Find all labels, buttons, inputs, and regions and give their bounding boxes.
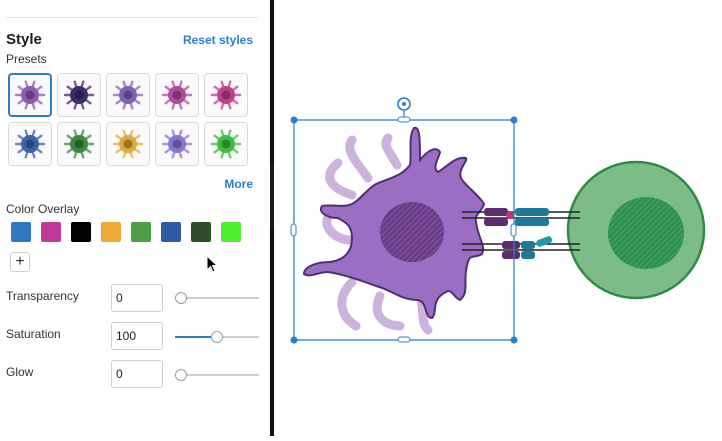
add-color-button[interactable]: + [10,252,30,272]
dendritic-cell[interactable] [302,126,486,320]
canvas-drawing [290,97,706,344]
t-cell[interactable] [566,160,706,300]
cell-icon [161,129,193,159]
slider-thumb[interactable] [175,292,187,304]
preset-thumbnail[interactable] [106,122,150,166]
color-swatch[interactable] [41,222,61,242]
color-swatch[interactable] [131,222,151,242]
canvas[interactable] [274,0,722,436]
cell-icon [14,80,46,110]
cell-icon [112,129,144,159]
transparency-slider[interactable] [175,292,259,304]
color-swatch[interactable] [101,222,121,242]
color-overlay-label: Color Overlay [6,202,80,216]
glow-input[interactable] [111,360,163,388]
color-swatches [11,222,241,242]
reset-styles-link[interactable]: Reset styles [182,33,253,47]
color-swatch[interactable] [11,222,31,242]
preset-thumbnail[interactable] [57,73,101,117]
selection-box[interactable] [290,111,518,344]
mouse-cursor-icon [206,255,219,273]
color-swatch[interactable] [191,222,211,242]
slider-thumb[interactable] [211,331,223,343]
divider [6,17,258,18]
presets-label: Presets [6,52,47,66]
preset-thumbnail[interactable] [204,73,248,117]
transparency-label: Transparency [6,289,79,303]
saturation-input[interactable] [111,322,163,350]
preset-thumbnail[interactable] [57,122,101,166]
cell-icon [161,80,193,110]
preset-thumbnail[interactable] [204,122,248,166]
cell-icon [14,129,46,159]
slider-fill [175,336,217,338]
transparency-input[interactable] [111,284,163,312]
preset-thumbnail[interactable] [8,73,52,117]
preset-thumbnail[interactable] [155,73,199,117]
saturation-label: Saturation [6,327,61,341]
style-title: Style [6,31,42,48]
style-panel: Style Reset styles Presets More Color Ov… [0,0,270,436]
color-swatch[interactable] [161,222,181,242]
presets-grid [8,73,248,166]
cell-icon [210,80,242,110]
slider-track [175,297,259,299]
glow-label: Glow [6,365,34,379]
cell-icon [112,80,144,110]
cell-icon [63,80,95,110]
color-swatch[interactable] [71,222,91,242]
slider-track [175,374,259,376]
rotate-handle-icon[interactable] [397,97,411,111]
color-swatch[interactable] [221,222,241,242]
cell-icon [63,129,95,159]
cell-icon [210,129,242,159]
glow-slider[interactable] [175,369,259,381]
more-presets-link[interactable]: More [224,177,253,191]
preset-thumbnail[interactable] [106,73,150,117]
preset-thumbnail[interactable] [155,122,199,166]
slider-thumb[interactable] [175,369,187,381]
saturation-slider[interactable] [175,331,259,343]
receptor-complex[interactable] [462,208,580,259]
preset-thumbnail[interactable] [8,122,52,166]
